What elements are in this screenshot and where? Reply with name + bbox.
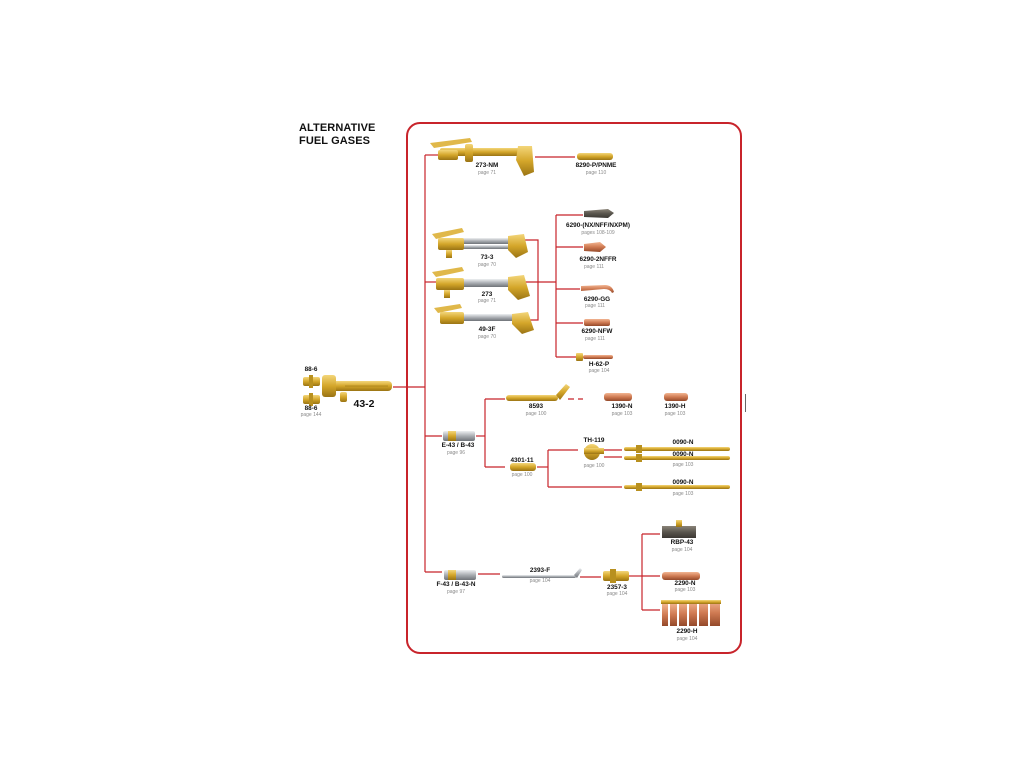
- adapter-2357-3: [603, 569, 629, 583]
- label-1390-h: 1390-H: [664, 403, 686, 410]
- label-273: 273: [481, 291, 493, 298]
- label-88-6-bottom: 88-6: [304, 405, 318, 412]
- tip-6290-2nffr: [584, 242, 606, 252]
- label-2393-f: 2393-F: [529, 567, 551, 574]
- page-273-nm: page 71: [477, 170, 497, 176]
- label-e-43: E-43 / B-43: [441, 442, 475, 449]
- section-title-line-2: FUEL GASES: [299, 135, 371, 147]
- label-6290-nfw: 6290-NFW: [581, 328, 613, 335]
- page-273: page 71: [477, 298, 497, 304]
- label-8290: 8290-P/PNME: [575, 162, 617, 169]
- tip-8290: [577, 153, 613, 160]
- label-rbp-43: RBP-43: [670, 539, 694, 546]
- label-1390-n: 1390-N: [611, 403, 633, 410]
- mixer-f-43: [444, 570, 476, 580]
- fitting-88-6-bottom: [303, 393, 320, 406]
- page-edge-mark: [745, 394, 746, 412]
- page-2393-f: page 104: [529, 578, 551, 584]
- torch-73-3: [432, 228, 528, 258]
- label-2290-n: 2290-N: [674, 580, 696, 587]
- torch-273: [432, 267, 530, 300]
- torch-273-nm: [430, 138, 534, 176]
- label-49-3f: 49-3F: [478, 326, 496, 333]
- page-rbp-43: page 104: [671, 547, 693, 553]
- page-f-43: page 97: [446, 589, 466, 595]
- tip-h-62-p: [576, 353, 613, 361]
- page-73-3: page 70: [477, 262, 497, 268]
- torch-49-3f: [434, 304, 534, 334]
- label-273-nm: 273-NM: [475, 162, 499, 169]
- page-0090-n-b: page 103: [672, 462, 694, 468]
- tip-1390-h: [664, 393, 688, 401]
- page-8290: page 110: [585, 170, 607, 176]
- page-1390-h: page 103: [664, 411, 686, 417]
- page-2290-n: page 103: [674, 587, 696, 593]
- page-49-3f: page 70: [477, 334, 497, 340]
- extension-8593: [506, 384, 570, 401]
- tip-6290-gg: [581, 285, 614, 293]
- label-2290-h: 2290-H: [676, 628, 698, 635]
- page-4301-11: page 100: [511, 472, 533, 478]
- label-2357-3: 2357-3: [607, 584, 627, 591]
- page-6290-gg: page 111: [584, 303, 606, 309]
- label-0090-n-b: 0090-N: [672, 451, 694, 458]
- mixer-e-43: [443, 431, 475, 441]
- label-6290-gg: 6290-GG: [583, 296, 611, 303]
- page-0090-n-c: page 103: [672, 491, 694, 497]
- tip-0090-n-b: [624, 454, 730, 462]
- manifold-th-119: [584, 444, 604, 460]
- page-e-43: page 96: [446, 450, 466, 456]
- alternative-fuel-frame: [406, 122, 742, 654]
- page-1390-n: page 103: [611, 411, 633, 417]
- tip-6290-nx: [584, 209, 614, 218]
- label-6290-2nffr: 6290-2NFFR: [579, 256, 617, 263]
- label-73-3: 73-3: [480, 254, 494, 261]
- adapter-4301-11: [510, 463, 536, 471]
- label-0090-n-c: 0090-N: [672, 479, 694, 486]
- tip-6290-nfw: [584, 319, 610, 326]
- label-8593: 8593: [528, 403, 544, 410]
- section-title: ALTERNATIVE FUEL GASES: [299, 122, 375, 148]
- page-88-6: page 144: [300, 412, 322, 418]
- page-h-62-p: page 104: [588, 368, 610, 374]
- fitting-88-6-top: [303, 375, 320, 388]
- tip-0090-n-a: [624, 445, 730, 453]
- tip-2290-n: [662, 572, 700, 580]
- page-2357-3: page 104: [606, 591, 628, 597]
- tip-2290-h: [661, 600, 721, 626]
- label-88-6-top: 88-6: [304, 366, 318, 373]
- tip-rbp-43: [662, 520, 696, 538]
- label-h-62-p: H-62-P: [588, 361, 610, 368]
- label-0090-n-a: 0090-N: [672, 439, 694, 446]
- label-th-119: TH-119: [583, 437, 605, 444]
- page-th-119: page 100: [583, 463, 605, 469]
- page-2290-h: page 104: [676, 636, 698, 642]
- label-f-43: F-43 / B-43-N: [436, 581, 476, 588]
- label-6290-nx: 6290-(NX/NFF/NXPM): [566, 222, 630, 229]
- tip-0090-n-c: [624, 483, 730, 491]
- page-8593: page 100: [525, 411, 547, 417]
- section-title-line-1: ALTERNATIVE: [299, 122, 376, 134]
- page-6290-nx: pages 108-109: [581, 230, 615, 236]
- page-6290-2nffr: page 111: [583, 264, 605, 270]
- handle-43-2: [322, 375, 392, 402]
- tip-1390-n: [604, 393, 632, 401]
- label-4301-11: 4301-11: [510, 457, 534, 464]
- label-43-2: 43-2: [353, 398, 375, 410]
- tube-2393-f: [502, 568, 582, 578]
- page-6290-nfw: page 111: [584, 336, 606, 342]
